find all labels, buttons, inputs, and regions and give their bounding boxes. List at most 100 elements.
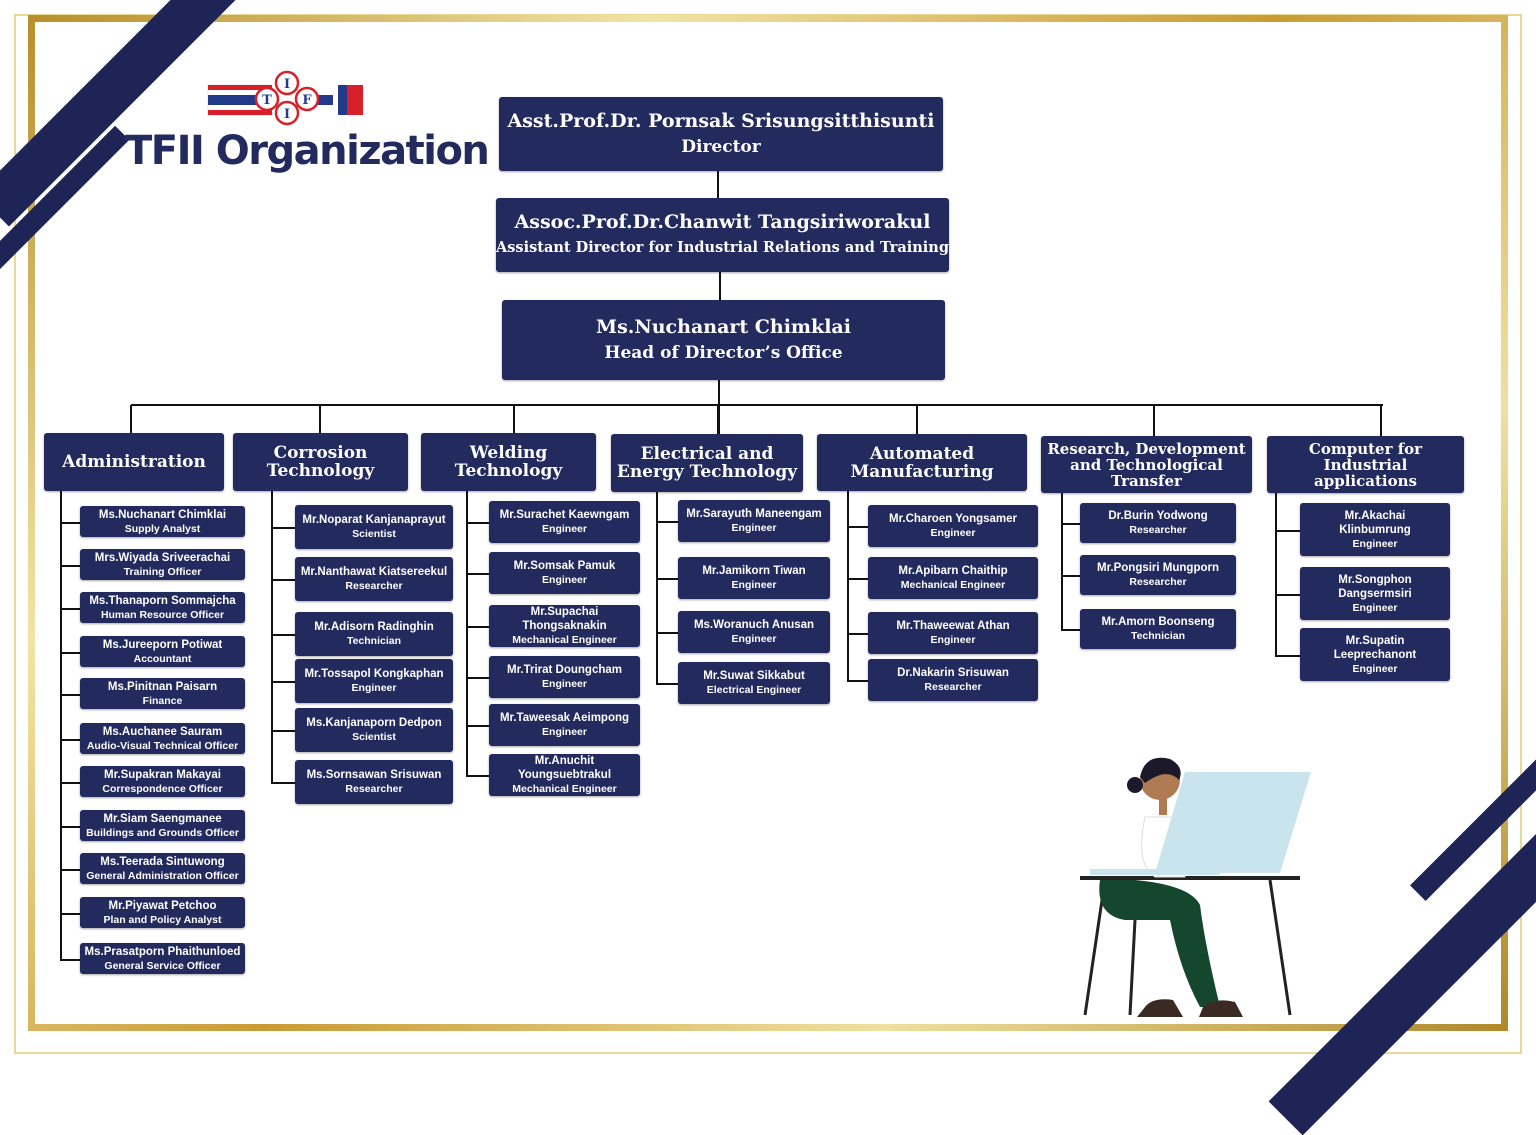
member-role: Researcher: [1129, 576, 1187, 588]
tfii-logo-icon: I T F I: [207, 70, 363, 126]
member-role: Engineer: [542, 726, 587, 738]
connector: [271, 681, 295, 683]
member-name: Mr.Tossapol Kongkaphan: [304, 668, 444, 680]
connector: [717, 171, 719, 198]
member-name: Ms.Sornsawan Srisuwan: [306, 769, 442, 781]
member-name: Ms.Woranuch Anusan: [693, 619, 815, 631]
connector: [60, 693, 80, 696]
connector: [60, 564, 80, 567]
head-office-box: Ms.Nuchanart Chimklai Head of Director’s…: [502, 300, 945, 380]
member-name: Ms.Prasatporn Phaithunloed: [84, 945, 241, 958]
department-header: Corrosion Technology: [233, 433, 408, 491]
connector: [656, 632, 678, 634]
member-role: Engineer: [542, 678, 587, 690]
connector: [466, 775, 489, 777]
member-name: Ms.Pinitnan Paisarn: [107, 680, 218, 693]
connector: [271, 634, 295, 636]
member-name: Mr.Akachai Klinbumrung: [1339, 509, 1411, 536]
assistant-director-role: Assistant Director for Industrial Relati…: [496, 239, 949, 256]
connector: [60, 912, 80, 915]
member-name: Mr.Suwat Sikkabut: [703, 670, 805, 682]
connector: [1061, 575, 1080, 577]
logo-letter: F: [302, 93, 312, 108]
member-name: Ms.Kanjanaporn Dedpon: [306, 717, 442, 729]
connector: [847, 633, 868, 635]
connector: [847, 578, 868, 580]
connector: [656, 683, 678, 685]
department-header: Computer for Industrial applications: [1267, 436, 1464, 493]
connector: [1153, 405, 1155, 436]
connector: [1275, 593, 1300, 596]
department-header: Research, Development and Technological …: [1041, 436, 1252, 493]
member-role: Electrical Engineer: [706, 684, 802, 696]
member-name: Mr.Noparat Kanjanaprayut: [302, 514, 446, 526]
member-name: Ms.Thanaporn Sommajcha: [89, 594, 236, 607]
member-role: Training Officer: [123, 565, 202, 578]
department-trunk-line: [847, 491, 849, 681]
connector: [656, 521, 678, 523]
member-name: Mr.Apibarn Chaithip: [898, 565, 1008, 577]
member-role: Buildings and Grounds Officer: [86, 826, 239, 839]
connector: [466, 677, 489, 679]
member-role: Engineer: [930, 527, 976, 539]
department-trunk-line: [60, 491, 62, 960]
member-name: Mr.Adisorn Radinghin: [314, 621, 434, 633]
member-role: Engineer: [542, 523, 587, 535]
department-header: Administration: [44, 433, 224, 491]
member-name: Dr.Burin Yodwong: [1108, 510, 1208, 522]
member-role: Plan and Policy Analyst: [103, 913, 222, 926]
connector: [60, 781, 80, 784]
member-name: Mr.Jamikorn Tiwan: [702, 565, 806, 577]
person-at-laptop-illustration: [1080, 757, 1311, 1017]
department-trunk-line: [466, 491, 468, 776]
connector: [717, 405, 719, 434]
member-role: Engineer: [1352, 662, 1398, 675]
member-name: Mr.Siam Saengmanee: [103, 812, 222, 825]
connector: [916, 405, 918, 434]
member-role: Engineer: [930, 634, 976, 646]
connector: [271, 527, 295, 529]
member-role: Engineer: [731, 633, 777, 645]
logo-letter: I: [284, 77, 290, 92]
member-name: Mr.Pongsiri Mungporn: [1096, 562, 1220, 574]
connector: [718, 380, 720, 434]
member-role: Researcher: [345, 580, 403, 592]
member-name: Dr.Nakarin Srisuwan: [897, 667, 1009, 679]
member-role: Researcher: [345, 783, 403, 795]
member-name: Mr.Trirat Doungcham: [506, 664, 623, 676]
connector: [466, 725, 489, 727]
member-name: Mr.Supakran Makayai: [104, 768, 221, 781]
member-role: Engineer: [1352, 537, 1398, 550]
member-role: Researcher: [1129, 524, 1187, 536]
member-role: Mechanical Engineer: [512, 634, 617, 646]
connector: [60, 521, 80, 524]
connector: [60, 607, 80, 610]
member-name: Mr.Supachai Thongsaknakin: [522, 606, 607, 632]
member-role: Correspondence Officer: [102, 782, 223, 795]
member-name: Ms.Auchanee Sauram: [102, 725, 223, 738]
connector: [513, 405, 515, 433]
connector: [271, 579, 295, 581]
member-role: Technician: [346, 635, 402, 647]
connector: [656, 578, 678, 580]
department-header: Welding Technology: [421, 433, 596, 491]
